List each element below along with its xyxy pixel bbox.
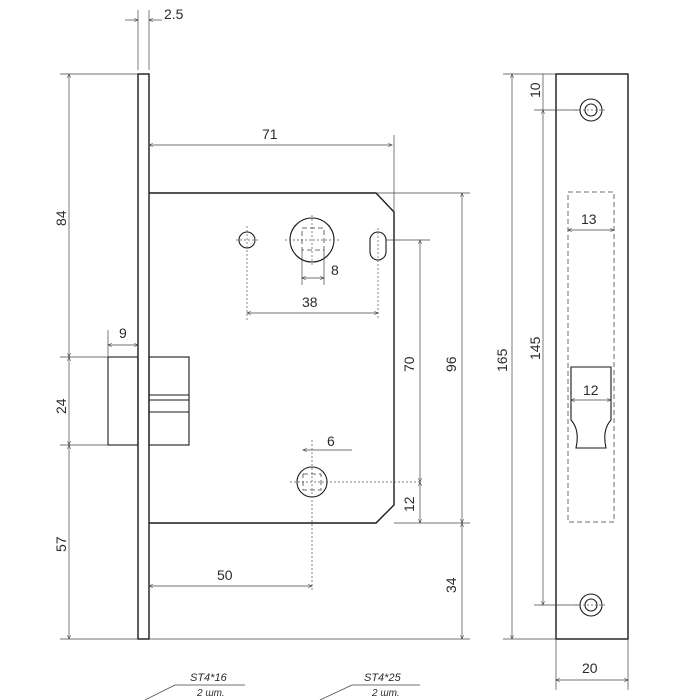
faceplate bbox=[137, 73, 150, 640]
dim-spindle-size: 8 bbox=[331, 262, 339, 278]
latch-bolt bbox=[107, 356, 190, 446]
screw-hole-top bbox=[575, 98, 607, 122]
dim-top-to-spindle: 84 bbox=[53, 210, 69, 226]
dim-cylinder-backset: 50 bbox=[217, 567, 233, 583]
dim-spindle-to-cylinder: 70 bbox=[401, 356, 417, 372]
dim-plate-width: 20 bbox=[582, 660, 598, 676]
strike-recess bbox=[567, 191, 615, 523]
cylinder-hole bbox=[290, 440, 420, 590]
dimension-labels: 2.5 71 84 8 38 9 24 57 70 96 6 12 50 34 … bbox=[53, 6, 599, 676]
dim-case-height: 96 bbox=[443, 356, 459, 372]
dim-bolt-height: 24 bbox=[53, 398, 69, 414]
screw-left-type: ST4*16 bbox=[190, 672, 228, 684]
screw-right-qty: 2 шт. bbox=[371, 688, 400, 699]
dim-backset-total: 71 bbox=[262, 126, 278, 142]
lock-case bbox=[149, 192, 395, 524]
mounting-slot bbox=[369, 228, 387, 320]
dim-cylinder-offset: 12 bbox=[401, 496, 417, 512]
screw-right-type: ST4*25 bbox=[364, 672, 402, 684]
dim-plate-latch-width: 12 bbox=[583, 382, 599, 398]
screw-notes: ST4*16 2 шт. ST4*25 2 шт. bbox=[190, 672, 402, 699]
dim-bolt-projection: 9 bbox=[119, 325, 127, 341]
spindle-hub bbox=[285, 215, 340, 265]
dimension-lines bbox=[60, 10, 470, 700]
dim-cylinder-hole: 6 bbox=[327, 433, 335, 449]
fixing-hole bbox=[236, 226, 258, 320]
strike-dimensions bbox=[503, 73, 629, 690]
dim-faceplate-thickness: 2.5 bbox=[164, 6, 184, 22]
latch-opening bbox=[570, 366, 612, 449]
screw-left-qty: 2 шт. bbox=[196, 688, 225, 699]
dim-plate-height: 165 bbox=[494, 348, 510, 372]
dim-hole-spacing: 38 bbox=[302, 294, 318, 310]
strike-plate bbox=[555, 73, 629, 640]
dim-plate-slot-width: 13 bbox=[581, 211, 597, 227]
dim-plate-inner: 145 bbox=[527, 336, 543, 360]
dim-bottom-to-bolt: 57 bbox=[53, 536, 69, 552]
dim-plate-top-hole: 10 bbox=[527, 82, 543, 98]
dim-bottom-margin: 34 bbox=[443, 577, 459, 593]
lock-body bbox=[107, 73, 420, 640]
